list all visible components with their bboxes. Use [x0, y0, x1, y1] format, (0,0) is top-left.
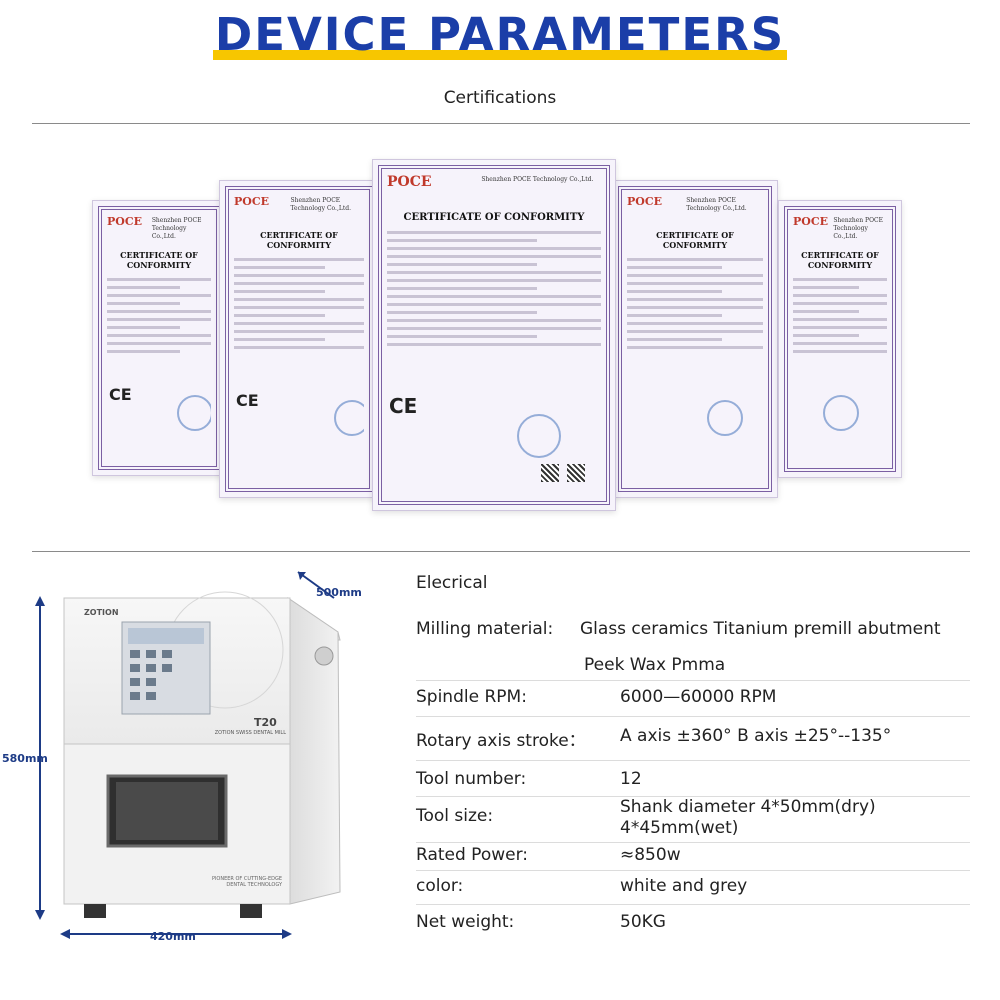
- ce-mark: CE: [389, 394, 418, 418]
- cert-company: Shenzhen POCE Technology Co.,Ltd.: [151, 217, 202, 240]
- spec-label: Spindle RPM:: [416, 687, 527, 707]
- stamp-icon: [517, 414, 561, 458]
- cert-company: Shenzhen POCE Technology Co.,Ltd.: [833, 217, 883, 240]
- specs-heading: Elecrical: [416, 573, 488, 593]
- certificate-image: POCE Shenzhen POCE Technology Co.,Ltd. C…: [92, 200, 226, 476]
- divider: [32, 123, 970, 124]
- machine-model: T20: [254, 716, 277, 729]
- spec-value: Peek Wax Pmma: [584, 655, 726, 675]
- divider: [32, 551, 970, 552]
- poce-logo: POCE: [627, 195, 662, 208]
- header: DEVICE PARAMETERS: [0, 0, 1000, 70]
- spec-value: Glass ceramics Titanium premill abutment: [580, 619, 941, 639]
- machine-brand: ZOTION: [84, 608, 119, 617]
- spec-value: 12: [620, 769, 642, 789]
- dimension-width: 420mm: [150, 930, 196, 943]
- spec-value: 4*45mm(wet): [620, 818, 739, 838]
- spec-label: Milling material:: [416, 619, 554, 639]
- spec-value: 6000—60000 RPM: [620, 687, 777, 707]
- title-underline: [213, 50, 787, 60]
- ce-mark: CE: [236, 391, 259, 410]
- poce-logo: POCE: [793, 215, 828, 228]
- certificate-image: POCE Shenzhen POCE Technology Co.,Ltd. C…: [778, 200, 902, 478]
- cert-heading: CERTIFICATE OF CONFORMITY: [403, 212, 585, 223]
- certificate-image: POCE Shenzhen POCE Technology Co.,Ltd. C…: [219, 180, 379, 498]
- certificate-image: POCE Shenzhen POCE Technology Co.,Ltd. C…: [612, 180, 778, 498]
- ce-mark: CE: [109, 385, 132, 404]
- row-divider: [416, 904, 970, 905]
- machine-slogan: PIONEER OF CUTTING-EDGE DENTAL TECHNOLOG…: [211, 876, 282, 888]
- page-title: DEVICE PARAMETERS: [214, 8, 786, 61]
- spec-value: 50KG: [620, 912, 666, 932]
- certificate-image: POCE Shenzhen POCE Technology Co.,Ltd. C…: [372, 159, 616, 511]
- cert-heading: CERTIFICATE OF CONFORMITY: [801, 250, 879, 270]
- spec-label: Rated Power:: [416, 845, 529, 865]
- poce-logo: POCE: [234, 195, 269, 208]
- cert-heading: CERTIFICATE OF CONFORMITY: [656, 230, 734, 250]
- stamp-icon: [707, 400, 743, 436]
- spec-label: Net weight:: [416, 912, 515, 932]
- cert-company: Shenzhen POCE Technology Co.,Ltd.: [686, 197, 747, 212]
- row-divider: [416, 870, 970, 871]
- poce-logo: POCE: [107, 215, 142, 228]
- spec-value: ≈850w: [620, 845, 681, 865]
- spec-label: color:: [416, 876, 464, 896]
- poce-logo: POCE: [387, 174, 432, 190]
- qr-code-icon: [541, 464, 559, 482]
- row-divider: [416, 842, 970, 843]
- qr-code-icon: [567, 464, 585, 482]
- cert-heading: CERTIFICATE OF CONFORMITY: [120, 250, 198, 270]
- spec-value: white and grey: [620, 876, 748, 896]
- spec-label: Tool number:: [416, 769, 527, 789]
- row-divider: [416, 760, 970, 761]
- row-divider: [416, 796, 970, 797]
- machine-model-subtitle: ZOTION SWISS DENTAL MILL: [214, 730, 286, 736]
- dimension-height: 580mm: [2, 752, 48, 765]
- spec-value: A axis ±360° B axis ±25°--135°: [620, 726, 892, 746]
- cert-company: Shenzhen POCE Technology Co.,Ltd.: [481, 176, 594, 183]
- cert-heading: CERTIFICATE OF CONFORMITY: [260, 230, 338, 250]
- stamp-icon: [823, 395, 859, 431]
- stamp-icon: [334, 400, 364, 436]
- spec-label: Tool size:: [416, 806, 494, 826]
- dimension-depth: 500mm: [316, 586, 362, 599]
- row-divider: [416, 680, 970, 681]
- spec-label: Rotary axis stroke：: [416, 731, 586, 751]
- section-subtitle: Certifications: [443, 88, 557, 108]
- row-divider: [416, 716, 970, 717]
- cert-company: Shenzhen POCE Technology Co.,Ltd.: [290, 197, 352, 212]
- stamp-icon: [177, 395, 211, 431]
- spec-value: Shank diameter 4*50mm(dry): [620, 797, 876, 817]
